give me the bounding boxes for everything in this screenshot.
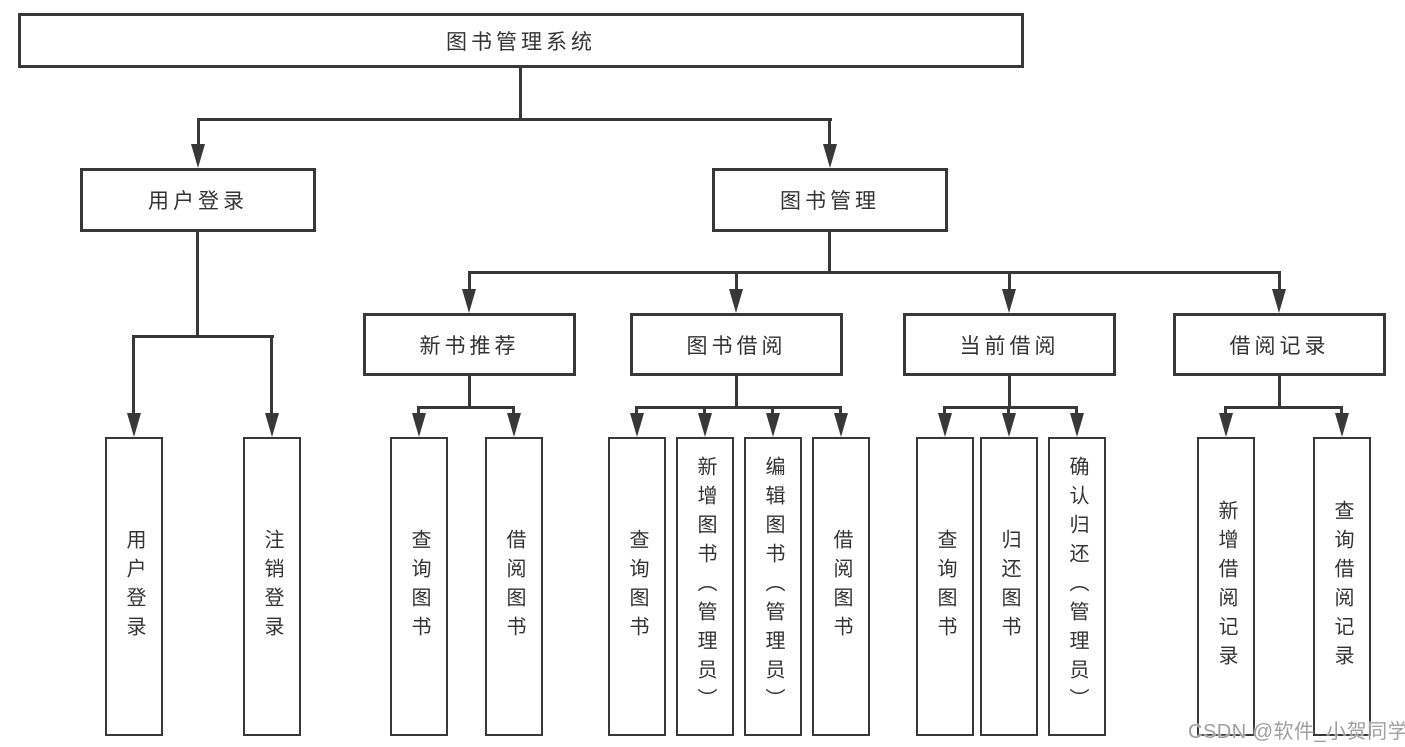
leaf-cb-query-book: 查询图书 xyxy=(916,437,974,736)
arrow-down-cb-query xyxy=(938,413,952,437)
csdn-watermark: CSDN @软件_小贺同学 xyxy=(1188,721,1405,743)
leaf-bb-add-book-admin: 新增图书（管理员） xyxy=(676,437,734,736)
arrow-down-user-login xyxy=(191,144,205,168)
arrow-down-br-add xyxy=(1219,413,1233,437)
leaf-bb-borrow-book: 借阅图书 xyxy=(812,437,870,736)
edge-cb-return-stem xyxy=(1007,406,1010,416)
edge-book-borrow-down xyxy=(735,376,738,409)
leaf-br-add-record: 新增借阅记录 xyxy=(1197,437,1255,736)
edge-borrow-record-down xyxy=(1278,376,1281,409)
edge-current-borrow-stem xyxy=(1008,271,1011,291)
edge-root-bar xyxy=(197,118,832,121)
node-root: 图书管理系统 xyxy=(18,13,1024,68)
edge-nbr-query-stem xyxy=(417,406,420,416)
arrow-down-new-book xyxy=(462,289,476,313)
leaf-nbr-query-book: 查询图书 xyxy=(390,437,448,736)
node-borrow-records: 借阅记录 xyxy=(1173,313,1386,376)
edge-bb-borrow-stem xyxy=(839,406,842,416)
edge-book-mgmt-stem xyxy=(828,118,831,146)
edge-root-stem xyxy=(519,68,522,121)
arrow-down-cb-confirm xyxy=(1070,413,1084,437)
arrow-down-book-mgmt xyxy=(823,144,837,168)
leaf-user-login-label: 用户登录 xyxy=(123,528,145,645)
node-book-management-label: 图书管理 xyxy=(780,190,880,213)
edge-leaf-logout-stem xyxy=(270,335,273,415)
leaf-br-add-record-label: 新增借阅记录 xyxy=(1215,499,1237,674)
node-current-borrow: 当前借阅 xyxy=(903,313,1116,376)
leaf-br-query-record-label: 查询借阅记录 xyxy=(1331,499,1353,674)
leaf-bb-query-book: 查询图书 xyxy=(608,437,666,736)
node-book-management: 图书管理 xyxy=(712,168,948,232)
leaf-nbr-borrow-book: 借阅图书 xyxy=(485,437,543,736)
arrow-down-bb-edit xyxy=(766,413,780,437)
leaf-bb-borrow-book-label: 借阅图书 xyxy=(830,528,852,645)
leaf-nbr-query-book-label: 查询图书 xyxy=(408,528,430,645)
leaf-cb-confirm-return-admin: 确认归还（管理员） xyxy=(1048,437,1106,736)
node-user-login-label: 用户登录 xyxy=(148,190,248,213)
arrow-down-nbr-borrow xyxy=(507,413,521,437)
arrow-down-borrow-record xyxy=(1272,289,1286,313)
arrow-down-leaf-user-login xyxy=(127,413,141,437)
edge-new-book-bar xyxy=(417,406,515,409)
leaf-bb-query-book-label: 查询图书 xyxy=(626,528,648,645)
arrow-down-leaf-logout xyxy=(265,413,279,437)
edge-nbr-borrow-stem xyxy=(512,406,515,416)
arrow-down-bb-add xyxy=(698,413,712,437)
node-root-label: 图书管理系统 xyxy=(446,30,596,54)
edge-current-borrow-bar xyxy=(943,406,1078,409)
leaf-user-login: 用户登录 xyxy=(105,437,163,736)
arrow-down-bb-borrow xyxy=(834,413,848,437)
leaf-br-query-record: 查询借阅记录 xyxy=(1313,437,1371,736)
leaf-logout-label: 注销登录 xyxy=(261,528,283,645)
leaf-cb-return-book-label: 归还图书 xyxy=(998,528,1020,645)
node-borrow-records-label: 借阅记录 xyxy=(1229,334,1330,358)
edge-user-login-bar xyxy=(132,335,274,338)
edge-bb-add-stem xyxy=(703,406,706,416)
node-new-book-recommend-label: 新书推荐 xyxy=(419,334,520,358)
node-book-borrow-label: 图书借阅 xyxy=(686,334,787,358)
edge-bb-query-stem xyxy=(635,406,638,416)
edge-user-login-stem xyxy=(197,118,200,146)
arrow-down-book-borrow xyxy=(729,289,743,313)
edge-cb-query-stem xyxy=(943,406,946,416)
edge-leaf-user-login-stem xyxy=(132,335,135,415)
edge-borrow-record-stem xyxy=(1278,271,1281,291)
edge-new-book-stem xyxy=(468,271,471,291)
leaf-cb-confirm-return-admin-label: 确认归还（管理员） xyxy=(1066,456,1088,717)
leaf-cb-query-book-label: 查询图书 xyxy=(934,528,956,645)
edge-book-mgmt-bar xyxy=(468,271,1281,274)
leaf-bb-edit-book-admin-label: 编辑图书（管理员） xyxy=(762,456,784,717)
edge-user-login-down xyxy=(196,232,199,338)
arrow-down-nbr-query xyxy=(412,413,426,437)
arrow-down-br-query xyxy=(1335,413,1349,437)
arrow-down-current-borrow xyxy=(1002,289,1016,313)
leaf-logout: 注销登录 xyxy=(243,437,301,736)
arrow-down-cb-return xyxy=(1002,413,1016,437)
edge-br-add-stem xyxy=(1224,406,1227,416)
edge-book-mgmt-down xyxy=(828,232,831,274)
edge-book-borrow-stem xyxy=(735,271,738,291)
leaf-nbr-borrow-book-label: 借阅图书 xyxy=(503,528,525,645)
leaf-cb-return-book: 归还图书 xyxy=(980,437,1038,736)
edge-cb-confirm-stem xyxy=(1075,406,1078,416)
leaf-bb-add-book-admin-label: 新增图书（管理员） xyxy=(694,456,716,717)
edge-current-borrow-down xyxy=(1008,376,1011,409)
edge-bb-edit-stem xyxy=(771,406,774,416)
edge-br-query-stem xyxy=(1340,406,1343,416)
edge-borrow-record-bar xyxy=(1224,406,1343,409)
leaf-bb-edit-book-admin: 编辑图书（管理员） xyxy=(744,437,802,736)
node-book-borrow: 图书借阅 xyxy=(630,313,843,376)
node-new-book-recommend: 新书推荐 xyxy=(363,313,576,376)
node-current-borrow-label: 当前借阅 xyxy=(959,334,1060,358)
arrow-down-bb-query xyxy=(630,413,644,437)
node-user-login: 用户登录 xyxy=(80,168,316,232)
edge-new-book-down xyxy=(468,376,471,409)
edge-book-borrow-bar xyxy=(635,406,842,409)
